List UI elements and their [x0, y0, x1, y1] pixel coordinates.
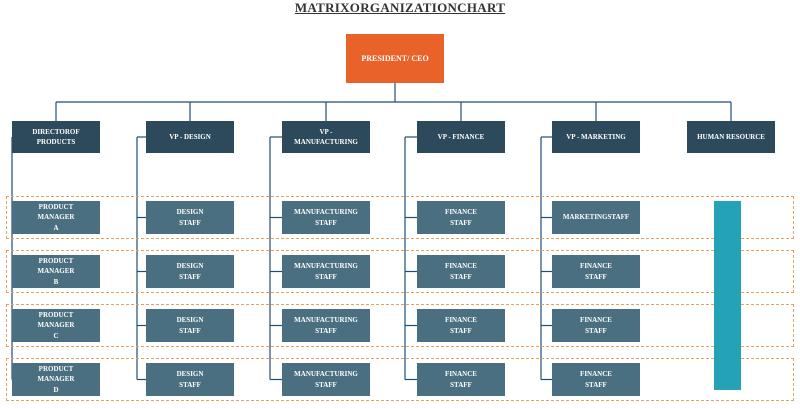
human-resource-bar — [714, 201, 741, 390]
staff-box: PRODUCT MANAGER A — [12, 201, 100, 234]
staff-box: FINANCE STAFF — [417, 201, 505, 234]
staff-box: FINANCE STAFF — [552, 309, 640, 342]
department-header-box: VP - DESIGN — [146, 121, 234, 153]
department-header-box: VP - MARKETING — [552, 121, 640, 153]
staff-box: MANUFACTURING STAFF — [282, 255, 370, 288]
staff-box: FINANCE STAFF — [417, 255, 505, 288]
staff-box: DESIGN STAFF — [146, 255, 234, 288]
chart-title: MATRIXORGANIZATIONCHART — [294, 0, 506, 15]
staff-box: DESIGN STAFF — [146, 363, 234, 396]
staff-box: FINANCE STAFF — [417, 363, 505, 396]
staff-box: PRODUCT MANAGER D — [12, 363, 100, 396]
staff-box: MANUFACTURING STAFF — [282, 201, 370, 234]
staff-box: DESIGN STAFF — [146, 201, 234, 234]
staff-box: MANUFACTURING STAFF — [282, 363, 370, 396]
staff-box: DESIGN STAFF — [146, 309, 234, 342]
matrix-row-band — [6, 250, 794, 293]
department-header-box: HUMAN RESOURCE — [687, 121, 775, 153]
matrix-row-band — [6, 358, 794, 401]
president-ceo-box: PRESIDENT/ CEO — [346, 34, 444, 83]
department-header-box: VP - MANUFACTURING — [282, 121, 370, 153]
staff-box: FINANCE STAFF — [552, 363, 640, 396]
staff-box: MARKETINGSTAFF — [552, 201, 640, 234]
department-header-box: DIRECTOROF PRODUCTS — [12, 121, 100, 153]
matrix-row-band — [6, 196, 794, 239]
staff-box: PRODUCT MANAGER B — [12, 255, 100, 288]
department-header-box: VP - FINANCE — [417, 121, 505, 153]
staff-box: PRODUCT MANAGER C — [12, 309, 100, 342]
staff-box: FINANCE STAFF — [552, 255, 640, 288]
staff-box: MANUFACTURING STAFF — [282, 309, 370, 342]
matrix-row-band — [6, 304, 794, 347]
staff-box: FINANCE STAFF — [417, 309, 505, 342]
